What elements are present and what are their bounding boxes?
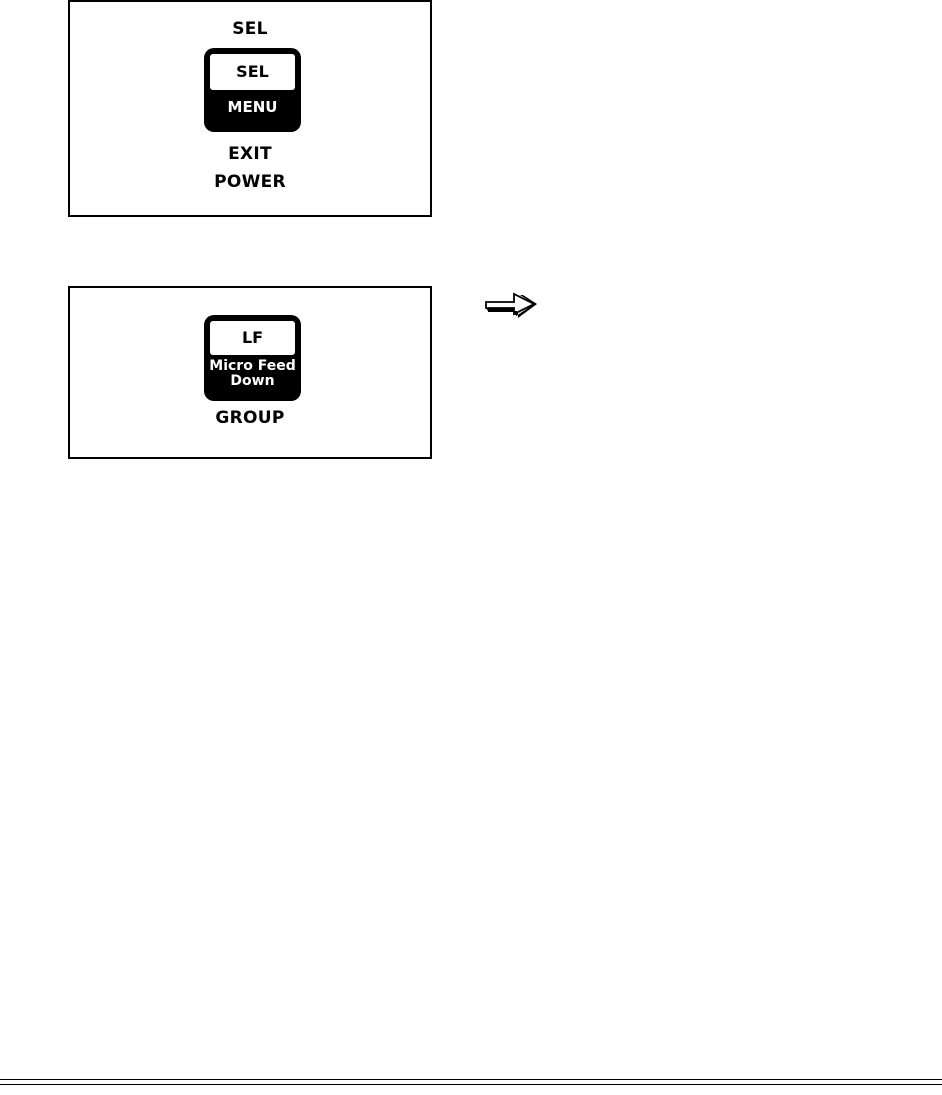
- sel-menu-key[interactable]: SEL MENU: [204, 48, 301, 132]
- lf-micro-feed-key-panel: LF Micro Feed Down GROUP: [68, 286, 432, 459]
- footer-rule-bottom: [0, 1084, 942, 1085]
- footer-rule-top: [0, 1079, 942, 1080]
- group-label: GROUP: [70, 408, 430, 428]
- micro-feed-down-key-label: Micro Feed Down: [204, 359, 301, 389]
- menu-key-face-label: MENU: [204, 96, 301, 118]
- exit-label: EXIT: [70, 144, 430, 164]
- lf-key-face-label: LF: [210, 321, 295, 355]
- power-label: POWER: [70, 172, 430, 192]
- sel-key-face-label: SEL: [210, 54, 295, 90]
- down-text: Down: [204, 374, 301, 389]
- right-arrow-icon: [484, 292, 538, 320]
- lf-micro-feed-down-key[interactable]: LF Micro Feed Down: [204, 315, 301, 401]
- sel-menu-key-panel: SEL SEL MENU EXIT POWER: [68, 0, 432, 217]
- micro-feed-text: Micro Feed: [204, 359, 301, 374]
- sel-label-top: SEL: [70, 19, 430, 39]
